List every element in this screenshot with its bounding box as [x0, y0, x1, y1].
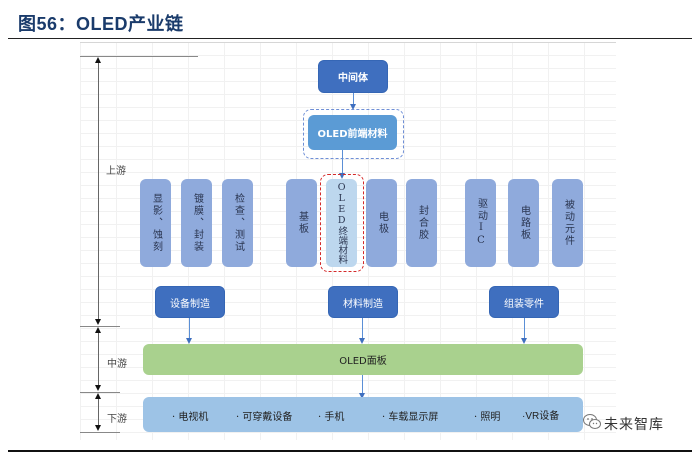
intermediate-node: 中间体 — [318, 60, 388, 93]
connector-line — [362, 318, 363, 338]
arrow-down-icon — [359, 338, 365, 344]
midstream-span-line — [98, 332, 99, 386]
arrow-up-icon — [95, 327, 101, 333]
grid-top-border — [80, 42, 616, 43]
arrow-down-icon — [350, 104, 356, 110]
connector-line — [189, 318, 190, 338]
arrow-down-icon — [359, 393, 365, 399]
material-item-oled-terminal: OLED终端材料 — [326, 179, 357, 267]
arrow-down-icon — [95, 425, 101, 431]
stage-label-downstream: 下游 — [107, 414, 127, 425]
application-vr-devices: ·VR设备 — [522, 411, 560, 422]
connector-line — [353, 93, 354, 105]
oled-panel-node: OLED面板 — [143, 344, 583, 375]
category-assembly-components: 组装零件 — [489, 286, 559, 318]
stage-label-midstream: 中游 — [107, 359, 127, 370]
equipment-item-develop-etch: 显影、蚀刻 — [140, 179, 171, 267]
arrow-down-icon — [95, 385, 101, 391]
application-car-display: · 车载显示屏 — [382, 412, 439, 423]
stage-label-upstream: 上游 — [106, 166, 126, 177]
equipment-item-inspection-testing: 检查、测试 — [222, 179, 253, 267]
connector-line — [524, 318, 525, 338]
component-item-passive-components: 被动元件 — [552, 179, 583, 267]
terminal-materials-highlight — [320, 174, 364, 272]
arrow-down-icon — [521, 338, 527, 344]
wechat-icon — [583, 414, 601, 429]
application-wearables: · 可穿戴设备 — [236, 412, 293, 423]
arrow-up-icon — [95, 57, 101, 63]
midstream-top-tick — [80, 326, 120, 327]
arrow-down-icon — [186, 338, 192, 344]
connector-line — [342, 150, 343, 174]
arrow-up-icon — [95, 393, 101, 399]
material-item-sealant: 封合胶 — [406, 179, 437, 267]
material-item-electrode: 电极 — [366, 179, 397, 267]
application-tv: · 电视机 — [172, 412, 209, 423]
category-equipment-manufacturing: 设备制造 — [155, 286, 225, 318]
downstream-top-tick — [80, 392, 120, 393]
watermark-text: 未来智库 — [604, 417, 664, 433]
application-mobile-phone: · 手机 — [318, 412, 345, 423]
arrow-down-icon — [95, 319, 101, 325]
downstream-bottom-tick — [80, 432, 120, 433]
title-divider — [8, 38, 692, 39]
connector-line — [362, 375, 363, 395]
upstream-span-line — [98, 62, 99, 320]
component-item-driver-ic: 驱动IC — [465, 179, 496, 267]
equipment-item-coating-packaging: 镀膜、封装 — [181, 179, 212, 267]
downstream-applications-bar — [143, 397, 583, 432]
arrow-down-icon — [339, 173, 345, 179]
upstream-top-tick — [80, 56, 198, 57]
component-item-circuit-board: 电路板 — [508, 179, 539, 267]
bottom-divider — [8, 450, 692, 452]
front-materials-node: OLED前端材料 — [308, 115, 397, 150]
figure-title: 图56：OLED产业链 — [18, 14, 184, 34]
material-item-substrate: 基板 — [286, 179, 317, 267]
front-materials-highlight — [303, 109, 404, 159]
category-materials-manufacturing: 材料制造 — [328, 286, 398, 318]
downstream-span-line — [98, 398, 99, 426]
application-lighting: · 照明 — [474, 412, 501, 423]
